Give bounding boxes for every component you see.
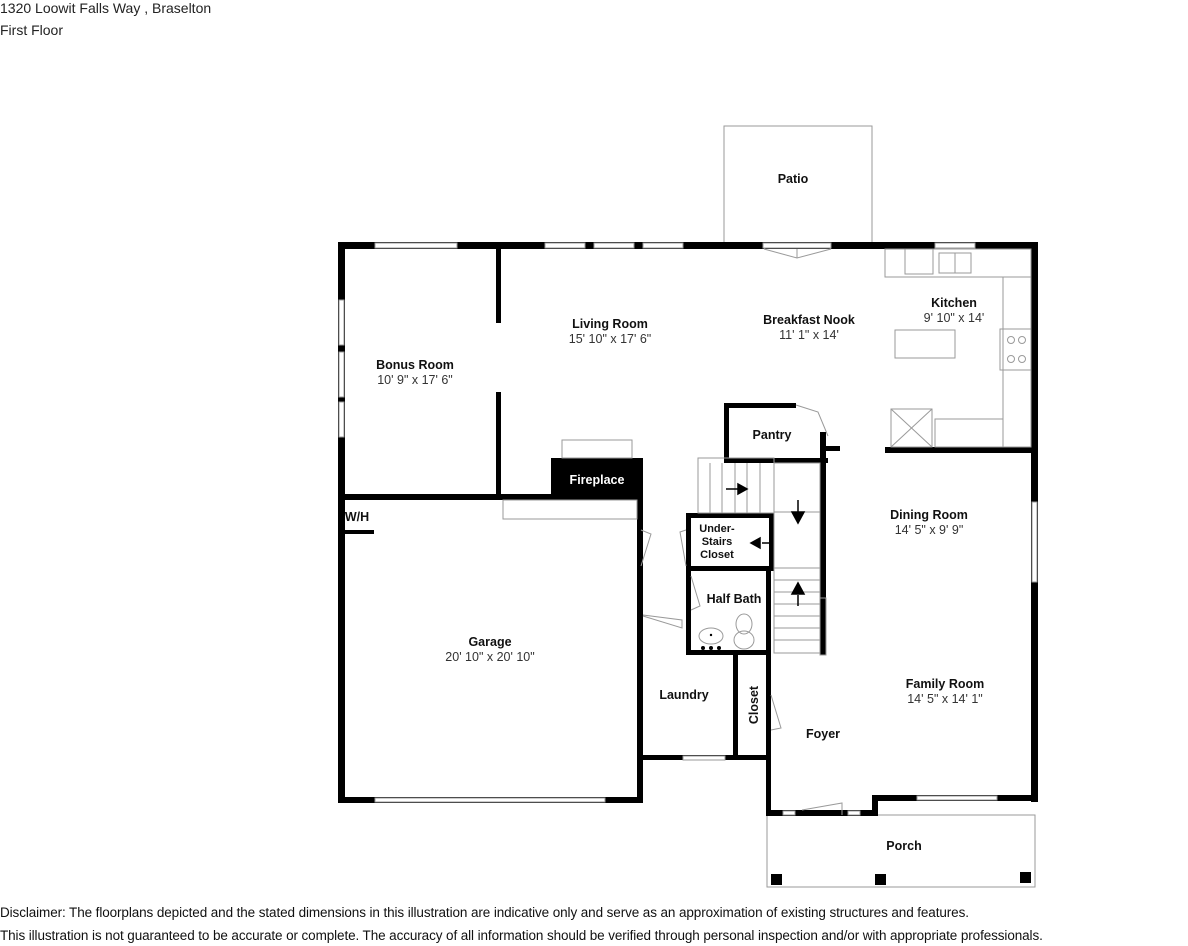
room-dimensions: 15' 10" x 17' 6": [568, 332, 652, 346]
room-patio: Patio: [778, 172, 809, 187]
room-half-bath: Half Bath: [707, 592, 762, 607]
room-dimensions: 9' 10" x 14': [923, 311, 985, 325]
room-breakfast-nook: Breakfast Nook 11' 1" x 14': [763, 313, 855, 343]
fireplace-label: Fireplace: [570, 473, 625, 488]
room-name: Living Room: [572, 317, 648, 331]
room-name: Kitchen: [931, 296, 977, 310]
room-porch: Porch: [886, 839, 921, 854]
room-under-stairs-closet: Under- Stairs Closet: [699, 523, 734, 562]
porch-post: [875, 874, 886, 885]
room-dimensions: 20' 10" x 20' 10": [445, 650, 535, 664]
room-dining-room: Dining Room 14' 5" x 9' 9": [890, 508, 968, 538]
room-closet: Closet: [747, 685, 761, 725]
room-living-room: Living Room 15' 10" x 17' 6": [569, 317, 651, 347]
room-name: Porch: [886, 839, 922, 853]
room-name: Fireplace: [569, 473, 625, 487]
water-heater-label: W/H: [345, 510, 369, 525]
porch-outline: [766, 814, 1036, 888]
faucet: [701, 633, 721, 650]
room-name: Laundry: [659, 688, 709, 702]
room-name-line: Closet: [700, 549, 734, 561]
room-dimensions: 14' 5" x 14' 1": [907, 692, 983, 706]
room-name: Foyer: [805, 727, 841, 741]
hearth: [561, 439, 633, 459]
room-name: Pantry: [752, 428, 792, 442]
room-name: Patio: [777, 172, 809, 186]
room-name-line: Stairs: [701, 536, 733, 548]
stairs: [697, 457, 827, 656]
stair-arrows: [726, 482, 806, 606]
room-dimensions: 11' 1" x 14': [779, 328, 839, 342]
windows: [338, 242, 1038, 816]
room-bonus-room: Bonus Room 10' 9" x 17' 6": [376, 358, 454, 388]
room-name: Dining Room: [890, 508, 968, 522]
porch-post: [771, 874, 782, 885]
room-name: W/H: [344, 510, 370, 524]
room-dimensions: 10' 9" x 17' 6": [377, 373, 453, 387]
room-laundry: Laundry: [659, 688, 708, 703]
room-dimensions: 14' 5" x 9' 9": [894, 523, 964, 537]
porch-post: [1020, 872, 1031, 883]
room-name: Family Room: [905, 677, 985, 691]
disclaimer-line-1: Disclaimer: The floorplans depicted and …: [0, 905, 969, 920]
doors: [640, 248, 843, 815]
room-name: Half Bath: [706, 592, 762, 606]
garage-step: [502, 499, 638, 520]
room-garage: Garage 20' 10" x 20' 10": [445, 635, 534, 665]
address-title: 1320 Loowit Falls Way , Braselton: [0, 0, 212, 16]
room-name: Breakfast Nook: [763, 313, 855, 327]
room-name: Bonus Room: [376, 358, 454, 372]
bath-fixtures: [698, 613, 755, 650]
disclaimer-line-2: This illustration is not guaranteed to b…: [0, 928, 1043, 943]
room-foyer: Foyer: [806, 727, 840, 742]
room-pantry: Pantry: [753, 428, 792, 443]
room-name-line: Under-: [699, 523, 735, 535]
floor-title: First Floor: [0, 22, 63, 38]
room-family-room: Family Room 14' 5" x 14' 1": [906, 677, 985, 707]
room-kitchen: Kitchen 9' 10" x 14': [924, 296, 985, 326]
room-name: Garage: [468, 635, 512, 649]
kitchen-fixtures: [884, 248, 1032, 448]
